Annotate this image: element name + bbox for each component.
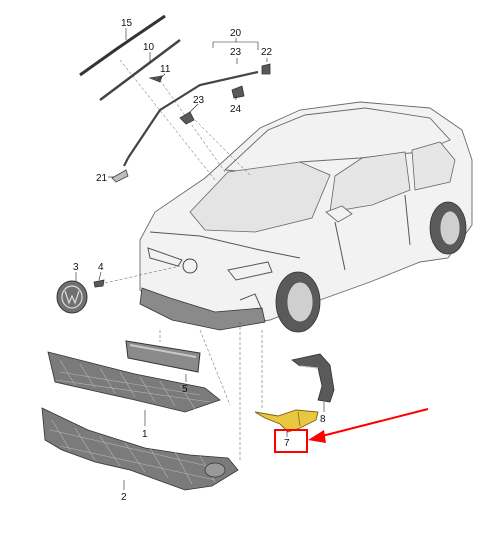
bracket-8 xyxy=(291,353,335,403)
trim-strip-5 xyxy=(125,340,201,373)
highlight-box xyxy=(274,429,308,453)
roof-trim-strip-10 xyxy=(99,39,181,101)
callout-2: 2 xyxy=(121,492,127,503)
callout-22: 22 xyxy=(261,47,273,58)
callout-24: 24 xyxy=(230,104,242,115)
roof-trim-strip-15 xyxy=(79,14,166,77)
lower-grille-2 xyxy=(41,407,239,491)
tab-21 xyxy=(111,169,129,183)
car-illustration xyxy=(139,101,473,333)
clip-22 xyxy=(261,63,271,75)
part-7-shape xyxy=(254,409,319,433)
highlight-arrow xyxy=(308,408,429,443)
callout-11: 11 xyxy=(160,64,171,75)
callout-3: 3 xyxy=(73,262,79,273)
callout-23-mid: 23 xyxy=(193,95,205,106)
screw-4 xyxy=(93,279,105,288)
roof-trim-strip-20 xyxy=(127,70,259,159)
callout-23-top: 23 xyxy=(230,47,242,58)
callout-15: 15 xyxy=(121,18,133,29)
callout-4: 4 xyxy=(98,262,104,273)
callout-21: 21 xyxy=(96,173,108,184)
bracket-7 xyxy=(254,409,319,433)
grille-parts xyxy=(41,340,239,491)
callout-7: 7 xyxy=(284,438,290,449)
callout-8: 8 xyxy=(320,414,326,425)
callout-20: 20 xyxy=(230,28,242,39)
callout-5: 5 xyxy=(182,384,188,395)
clip-11 xyxy=(148,75,163,83)
clip-24 xyxy=(231,85,245,99)
callout-labels: 15 10 11 20 23 22 23 24 21 3 4 5 1 2 8 7 xyxy=(73,18,326,503)
callout-10: 10 xyxy=(143,42,155,53)
callout-1: 1 xyxy=(142,429,148,440)
emblem-parts xyxy=(56,279,105,314)
